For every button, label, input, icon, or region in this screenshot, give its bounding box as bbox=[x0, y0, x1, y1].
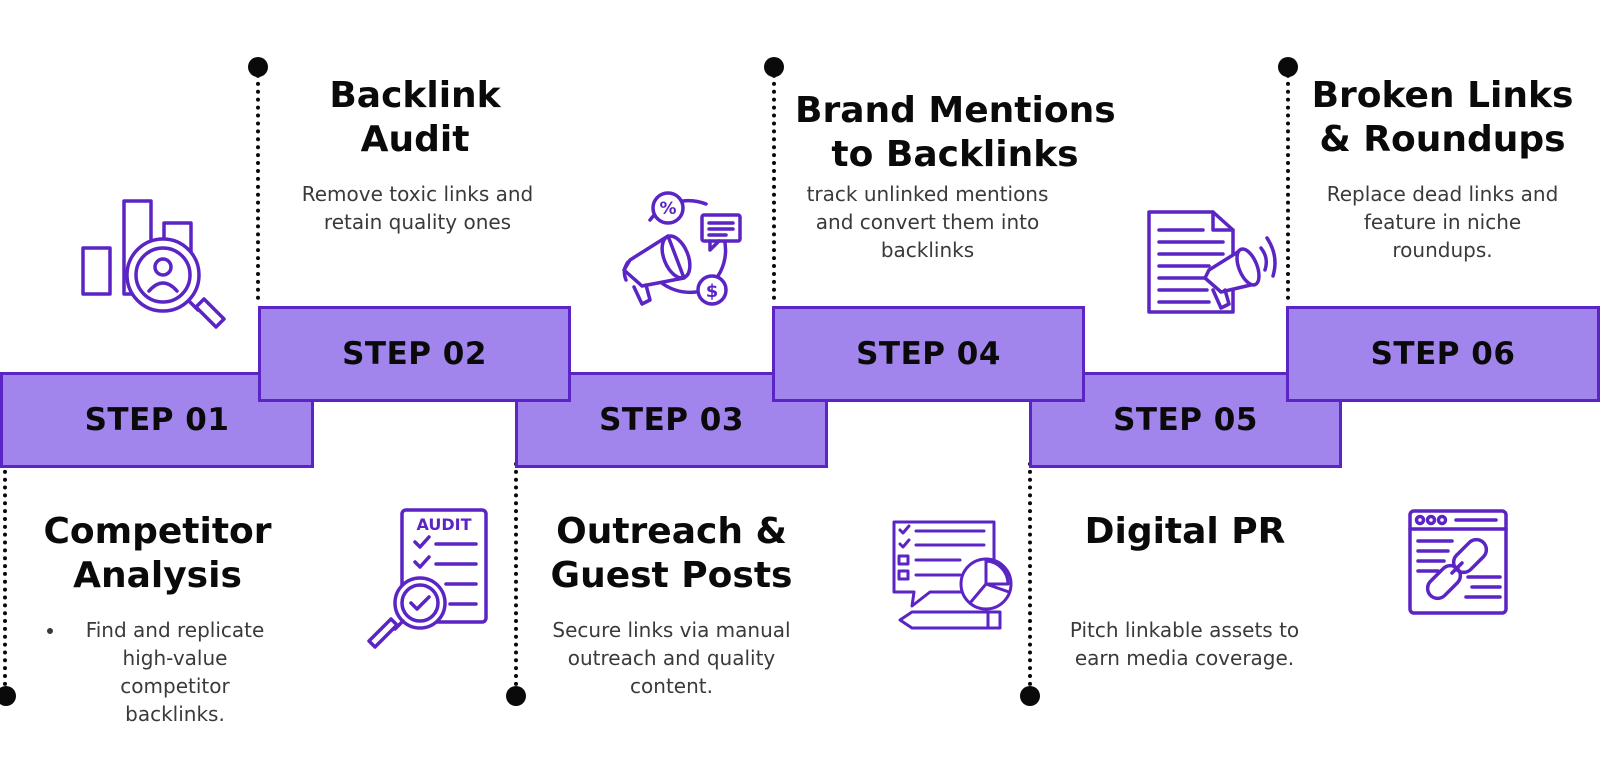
step-04-desc-line: backlinks bbox=[880, 238, 975, 262]
connector-node-step-06 bbox=[1278, 57, 1298, 77]
step-06-description: Replace dead links and feature in niche … bbox=[1305, 180, 1580, 264]
step-01-title-line: Analysis bbox=[73, 555, 242, 596]
step-04-title: Brand Mentions to Backlinks bbox=[795, 89, 1116, 177]
step-03-description: Secure links via manual outreach and qua… bbox=[534, 616, 809, 700]
step-04-box: STEP 04 bbox=[772, 306, 1085, 402]
step-03-box: STEP 03 bbox=[515, 372, 828, 468]
step-01-title-line: Competitor bbox=[43, 511, 272, 552]
step-01-desc-line: Find and replicate bbox=[85, 618, 265, 642]
step-05-description: Pitch linkable assets to earn media cove… bbox=[1047, 616, 1322, 672]
step-01-description: Find and replicate high-value competitor… bbox=[65, 616, 285, 728]
step-05-label: STEP 05 bbox=[1113, 402, 1258, 438]
step-04-label: STEP 04 bbox=[856, 336, 1001, 372]
bullet-point bbox=[47, 628, 53, 634]
step-05-desc-line: earn media coverage. bbox=[1074, 646, 1295, 670]
connector-line-step-03 bbox=[514, 462, 518, 694]
step-02-title-line: Audit bbox=[360, 119, 470, 160]
step-04-description: track unlinked mentions and convert them… bbox=[790, 180, 1065, 264]
connector-node-step-02 bbox=[248, 57, 268, 77]
step-01-desc-line: high-value bbox=[122, 646, 228, 670]
step-05-title: Digital PR bbox=[1045, 510, 1325, 554]
competitor-analysis-icon bbox=[80, 195, 230, 335]
press-release-icon bbox=[1145, 210, 1280, 315]
step-04-desc-line: and convert them into bbox=[815, 210, 1040, 234]
browser-link-icon bbox=[1408, 509, 1508, 615]
connector-line-step-02 bbox=[256, 66, 260, 300]
report-chart-icon bbox=[890, 520, 1015, 635]
step-06-box: STEP 06 bbox=[1286, 306, 1600, 402]
step-02-title-line: Backlink bbox=[329, 75, 501, 116]
connector-line-step-04 bbox=[772, 66, 776, 300]
step-01-label: STEP 01 bbox=[84, 402, 230, 438]
step-01-title: Competitor Analysis bbox=[20, 510, 295, 598]
step-03-desc-line: content. bbox=[630, 674, 713, 698]
step-02-desc-line: retain quality ones bbox=[323, 210, 512, 234]
step-06-title-line: & Roundups bbox=[1319, 119, 1566, 160]
step-06-title-line: Broken Links bbox=[1311, 75, 1574, 116]
step-04-title-line: Brand Mentions bbox=[795, 90, 1116, 131]
step-06-desc-line: Replace dead links and bbox=[1326, 182, 1559, 206]
step-02-description: Remove toxic links and retain quality on… bbox=[280, 180, 555, 236]
step-03-title-line: Guest Posts bbox=[550, 555, 793, 596]
step-02-desc-line: Remove toxic links and bbox=[301, 182, 534, 206]
connector-node-step-03 bbox=[506, 686, 526, 706]
connector-line-step-01 bbox=[3, 462, 7, 694]
step-05-title-line: Digital PR bbox=[1084, 511, 1286, 552]
connector-node-step-05 bbox=[1020, 686, 1040, 706]
connector-line-step-06 bbox=[1286, 66, 1290, 300]
step-06-title: Broken Links & Roundups bbox=[1300, 74, 1585, 162]
svg-text:$: $ bbox=[706, 281, 719, 302]
step-05-desc-line: Pitch linkable assets to bbox=[1069, 618, 1300, 642]
step-01-desc-line: competitor bbox=[120, 674, 230, 698]
step-03-desc-line: outreach and quality bbox=[567, 646, 776, 670]
step-02-label: STEP 02 bbox=[342, 336, 487, 372]
step-03-desc-line: Secure links via manual bbox=[552, 618, 791, 642]
connector-node-step-01 bbox=[0, 686, 16, 706]
step-06-label: STEP 06 bbox=[1370, 336, 1516, 372]
step-06-desc-line: roundups. bbox=[1392, 238, 1493, 262]
megaphone-marketing-icon: % $ bbox=[620, 190, 745, 310]
audit-checklist-icon: AUDIT bbox=[367, 508, 490, 653]
step-03-title-line: Outreach & bbox=[556, 511, 787, 552]
connector-node-step-04 bbox=[764, 57, 784, 77]
step-03-title: Outreach & Guest Posts bbox=[530, 510, 813, 598]
svg-text:AUDIT: AUDIT bbox=[416, 515, 471, 534]
step-02-box: STEP 02 bbox=[258, 306, 571, 402]
connector-line-step-05 bbox=[1028, 462, 1032, 694]
svg-text:%: % bbox=[659, 199, 676, 219]
step-03-label: STEP 03 bbox=[599, 402, 744, 438]
step-04-desc-line: track unlinked mentions bbox=[806, 182, 1049, 206]
step-06-desc-line: feature in niche bbox=[1363, 210, 1522, 234]
step-04-title-line: to Backlinks bbox=[831, 134, 1079, 175]
step-01-desc-line: backlinks. bbox=[125, 702, 225, 726]
step-02-title: Backlink Audit bbox=[280, 74, 550, 162]
